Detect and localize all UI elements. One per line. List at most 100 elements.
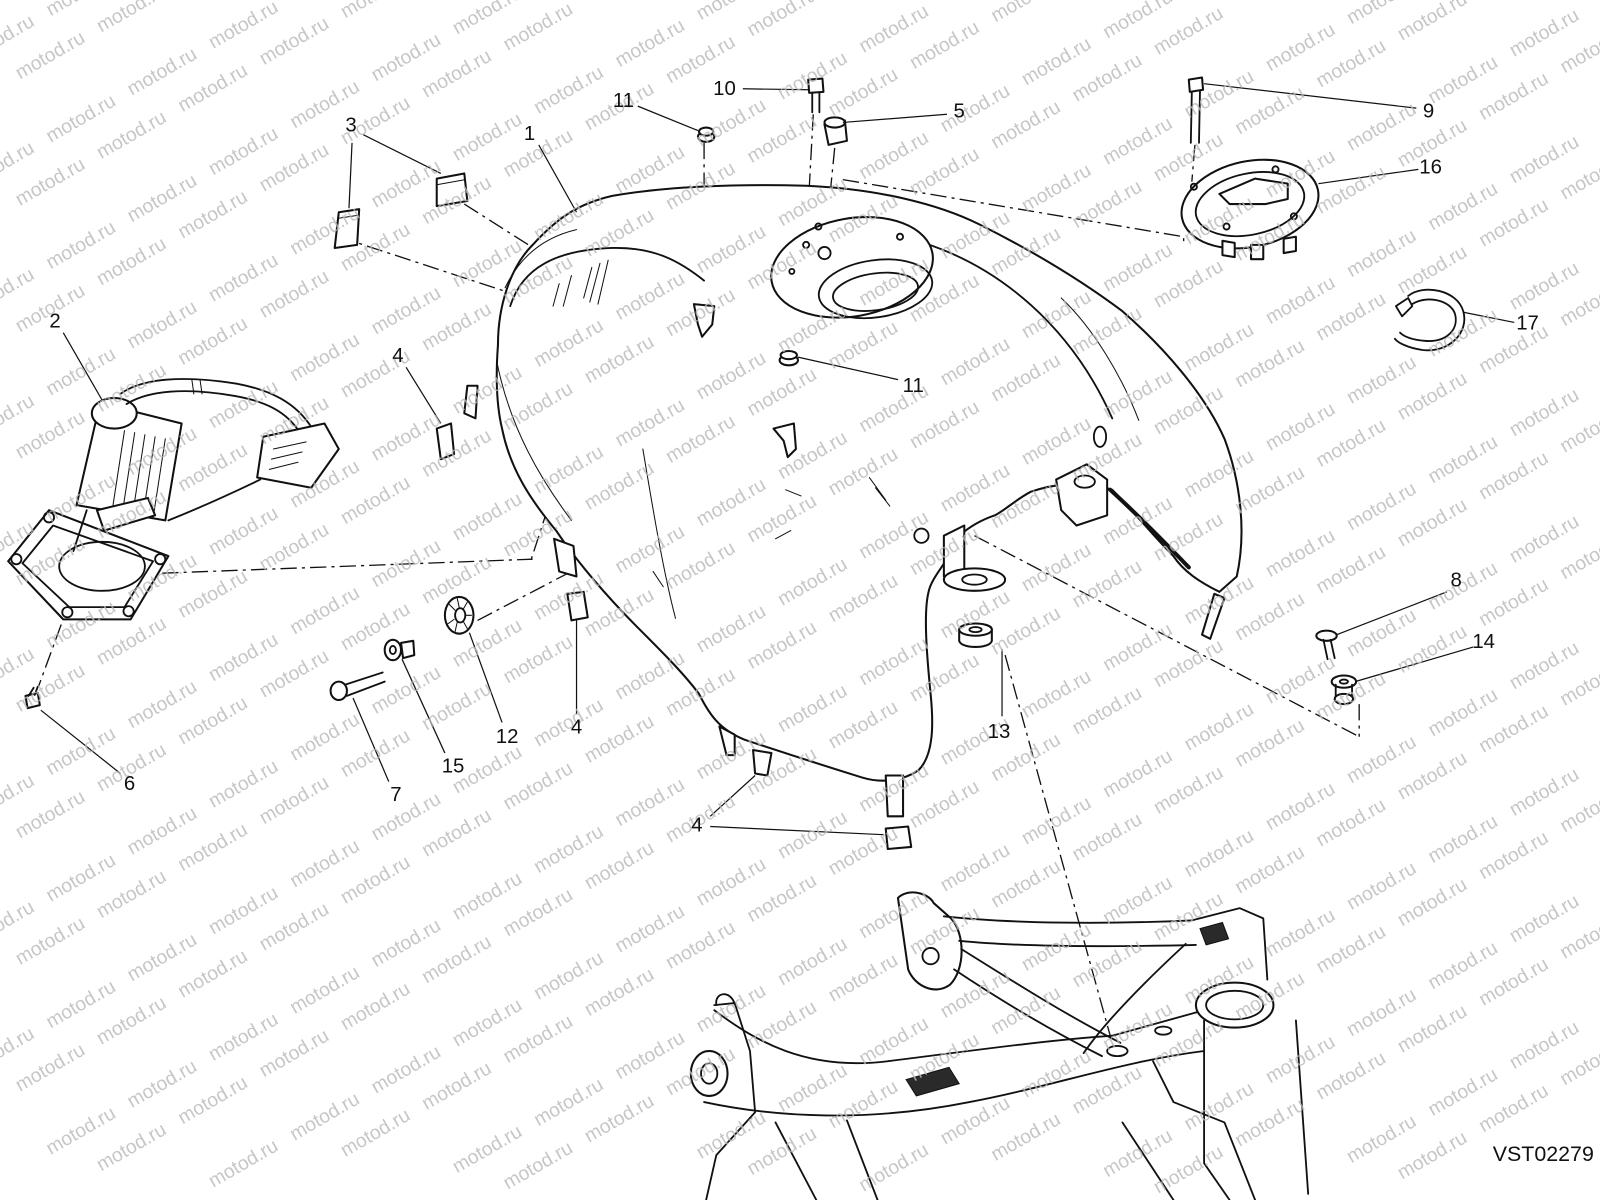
frame-lower-tube-bottom: [703, 1050, 1205, 1117]
callout-6: 6: [124, 773, 135, 795]
filler-cap-lug-3: [1282, 235, 1297, 255]
clamp-tab: [1395, 297, 1414, 318]
callout-7: 7: [390, 784, 401, 806]
pump-flange-hole-1: [10, 553, 23, 566]
frame-mount-hole: [1106, 1045, 1129, 1058]
filler-screw-hole-1: [802, 240, 811, 249]
filler-cap-lug-2: [1250, 243, 1265, 261]
frame-diagonal-tube-b: [1082, 942, 1187, 1054]
leader-1: [538, 144, 578, 213]
callout-5: 5: [954, 100, 965, 122]
grommet-13: [958, 622, 993, 648]
screw-10-head: [807, 77, 825, 94]
screw-9-shank: [1189, 89, 1201, 144]
callout-11-lower: 11: [903, 375, 924, 397]
tank-front-bracket: [553, 537, 578, 578]
pump-flange-recess: [58, 540, 146, 592]
grommet-12-body: [443, 595, 475, 635]
filler-cap-hole-4: [1271, 165, 1280, 174]
motorcycle-frame: [689, 891, 1310, 1200]
frame-left-bracket: [705, 1002, 757, 1200]
leader-3a: [362, 134, 442, 175]
pump-wire: [167, 478, 262, 522]
screw-8-shank: [1322, 638, 1336, 661]
clamp-band-inner: [1399, 298, 1457, 342]
callout-12: 12: [496, 726, 519, 748]
adhesive-labels-3: [333, 172, 469, 249]
bolt-6-head: [24, 691, 41, 710]
fuel-filler-cap: [1180, 158, 1320, 261]
pump-hose-clip: [191, 379, 203, 395]
leader-14: [1354, 646, 1474, 683]
pump-fuel-hose-outer: [119, 378, 314, 430]
pump-flange: [7, 509, 170, 621]
callout-1: 1: [524, 123, 535, 145]
leader-4-left: [405, 367, 442, 424]
pump-filter-handle: [95, 496, 157, 532]
dash-line-grommet-12: [477, 570, 572, 621]
pump-connector-pins: [268, 441, 307, 470]
grommet-11-upper-top: [697, 126, 715, 137]
leader-9: [1204, 83, 1417, 109]
fuel-pump-assembly: [7, 378, 340, 621]
callout-16: 16: [1419, 156, 1442, 178]
filler-cap-inner-ring: [1194, 171, 1306, 238]
frame-left-pivot-hole: [700, 1062, 719, 1085]
tank-left-tab: [463, 384, 479, 420]
callout-15: 15: [442, 755, 465, 777]
dash-line-fuel-pump: [73, 558, 533, 578]
filler-grommet-seat: [817, 246, 832, 261]
tank-left-seam: [496, 361, 572, 521]
callout-labels: 1 2 3 4 4 4 5 6 7 8 9 10 11 11 12 13 14 …: [49, 78, 1593, 1166]
frame-lower-structure: [774, 1060, 1257, 1200]
leader-10: [742, 88, 809, 91]
tank-rear-bracket-ring: [942, 567, 1007, 592]
clamp-band-outer: [1393, 288, 1466, 352]
label-3-upper: [435, 172, 469, 208]
washer-14-base: [1333, 692, 1355, 706]
callout-4-front: 4: [571, 717, 582, 739]
tank-clip-upper: [692, 303, 716, 338]
label-3-lower-edge: [337, 214, 359, 219]
clip-4-bottom-2: [884, 825, 913, 850]
hose-clamp-17: [1393, 288, 1466, 352]
frame-dark-block-upper: [1199, 921, 1230, 946]
screw-10: [807, 77, 825, 114]
frame-mount-hole-2: [1154, 1025, 1173, 1036]
pump-flange-inner: [21, 524, 154, 609]
frame-dark-block-lower: [905, 1066, 960, 1097]
leader-17: [1463, 311, 1515, 324]
clip-4-front: [566, 590, 589, 622]
pump-flange-hole-2: [42, 511, 56, 524]
grommet-13-top: [958, 622, 993, 637]
clip-4-left: [435, 422, 456, 461]
dash-line-grommet-13: [1004, 654, 1111, 1036]
bolt-6-shank: [27, 685, 39, 697]
frame-upper-tube-top: [942, 915, 1193, 924]
drawing-code: VST02279: [1493, 1142, 1594, 1166]
dash-line-label-3a: [338, 236, 526, 299]
frame-lower-tube-top: [713, 1009, 1205, 1065]
filler-cap-hole-2: [1222, 222, 1231, 231]
frame-left-pivot: [689, 1050, 729, 1097]
bolt-7: [329, 671, 386, 702]
pump-body-fins: [111, 430, 166, 519]
frame-steering-head-inner: [1205, 989, 1265, 1021]
filler-screw-hole-4: [788, 267, 796, 275]
washer-15-ring: [383, 638, 403, 662]
filler-cap-lid-key: [1218, 177, 1289, 206]
callout-13: 13: [988, 721, 1011, 743]
leader-6: [40, 709, 121, 774]
bolt-7-head: [329, 680, 348, 702]
screw-8-head: [1315, 629, 1338, 642]
leader-15: [401, 658, 446, 754]
washer-15: [383, 638, 416, 662]
tank-bottom-tab-2: [884, 774, 905, 818]
callout-3: 3: [345, 115, 356, 137]
leader-5: [842, 113, 947, 124]
frame-left-lug: [715, 993, 736, 1007]
callout-9: 9: [1423, 100, 1434, 122]
leader-11-lower: [797, 356, 899, 381]
leader-2: [62, 332, 103, 401]
